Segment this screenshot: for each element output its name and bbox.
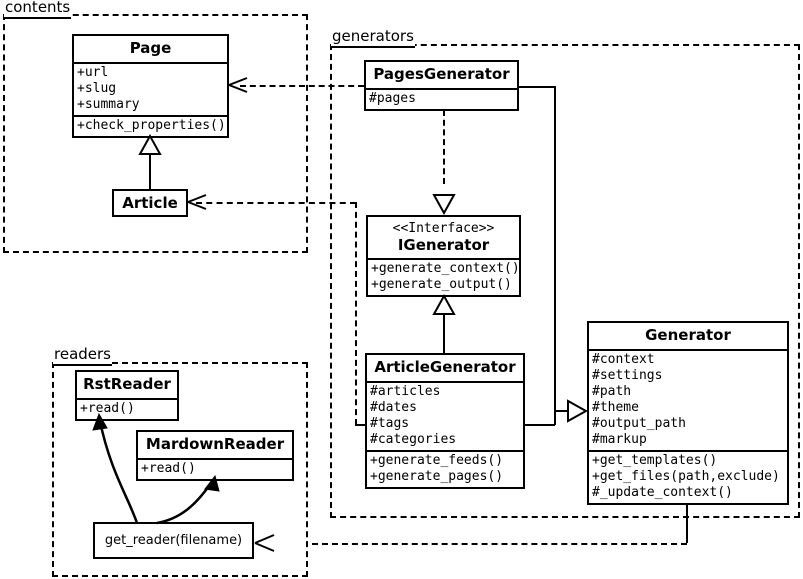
class-article-title: Article xyxy=(122,194,178,212)
attribute-row: #path xyxy=(592,383,632,399)
attribute-row: #context xyxy=(592,351,655,367)
attribute-row: #dates xyxy=(370,399,417,415)
class-mardownreader-operations: +read() xyxy=(138,457,292,479)
attribute-row: #categories xyxy=(370,431,457,447)
operation-row: +read() xyxy=(141,460,196,476)
node-get-reader[interactable]: get_reader(filename) xyxy=(93,522,254,559)
operation-row: +get_templates() xyxy=(592,452,718,468)
edge-articlegenerator-to-generator-h xyxy=(525,424,555,426)
class-igenerator-operations: +generate_context() +generate_output() xyxy=(368,258,520,295)
operation-row: +check_properties() xyxy=(77,117,226,133)
attribute-row: #pages xyxy=(369,90,416,106)
package-contents-label: contents xyxy=(4,0,72,19)
attribute-row: #tags xyxy=(370,415,410,431)
class-igenerator-title-block: <<Interface>> IGenerator xyxy=(368,217,519,258)
edge-pagesgenerator-to-page-dash xyxy=(240,85,364,87)
edge-articlegenerator-to-igenerator-line xyxy=(443,310,445,356)
class-igenerator[interactable]: <<Interface>> IGenerator +generate_conte… xyxy=(366,215,521,298)
class-article[interactable]: Article xyxy=(112,189,188,217)
class-mardownreader[interactable]: MardownReader +read() xyxy=(136,430,294,481)
attribute-row: #markup xyxy=(592,431,647,447)
edge-pagesgenerator-to-igenerator-line xyxy=(443,110,445,184)
attribute-row: #theme xyxy=(592,399,639,415)
class-generator-operations: +get_templates() +get_files(path,exclude… xyxy=(589,449,787,503)
operation-row: +generate_context() xyxy=(371,261,520,277)
attribute-row: +url xyxy=(77,64,109,80)
class-articlegenerator[interactable]: ArticleGenerator #articles #dates #tags … xyxy=(365,353,525,489)
class-generator[interactable]: Generator #context #settings #path #them… xyxy=(587,321,789,505)
operation-row: #_update_context() xyxy=(592,484,733,500)
edge-pagesgenerator-to-generator-v xyxy=(554,86,556,411)
class-pagesgenerator[interactable]: PagesGenerator #pages xyxy=(364,60,519,111)
attribute-row: #output_path xyxy=(592,415,686,431)
edge-pagesgenerator-to-generator-h2 xyxy=(554,410,570,412)
package-readers-label: readers xyxy=(53,346,112,366)
class-generator-attributes: #context #settings #path #theme #output_… xyxy=(589,348,787,450)
package-contents xyxy=(3,14,308,253)
class-page[interactable]: Page +url +slug +summary +check_properti… xyxy=(72,34,229,138)
class-igenerator-title: IGenerator xyxy=(397,235,490,254)
class-articlegenerator-attributes: #articles #dates #tags #categories xyxy=(367,380,523,450)
edge-generator-to-getreader-v xyxy=(686,500,688,543)
operation-row: +get_files(path,exclude) xyxy=(592,468,780,484)
edge-generator-to-getreader-h xyxy=(312,543,687,545)
class-page-title: Page xyxy=(129,39,172,57)
attribute-row: #articles xyxy=(370,383,441,399)
package-readers xyxy=(52,362,308,577)
edge-articlegenerator-to-article-h2 xyxy=(196,202,356,204)
class-pagesgenerator-title: PagesGenerator xyxy=(373,65,510,83)
operation-row: +read() xyxy=(80,400,135,416)
edge-articlegenerator-to-generator-v xyxy=(554,410,556,425)
attribute-row: #settings xyxy=(592,367,663,383)
class-articlegenerator-title: ArticleGenerator xyxy=(374,358,516,376)
edge-pagesgenerator-to-generator-h1 xyxy=(519,86,555,88)
class-rstreader[interactable]: RstReader +read() xyxy=(75,370,179,421)
operation-row: +generate_output() xyxy=(371,277,512,293)
package-generators xyxy=(330,44,800,518)
edge-article-to-page-line xyxy=(149,150,151,191)
attribute-row: +slug xyxy=(77,80,117,96)
operation-row: +generate_pages() xyxy=(370,468,504,484)
class-igenerator-stereotype: <<Interface>> xyxy=(392,221,495,236)
package-generators-label: generators xyxy=(331,28,415,48)
edge-articlegenerator-to-article-h1 xyxy=(355,424,367,426)
class-page-attributes: +url +slug +summary xyxy=(74,61,227,115)
operation-row: +generate_feeds() xyxy=(370,452,504,468)
class-rstreader-title: RstReader xyxy=(83,375,171,393)
attribute-row: +summary xyxy=(77,96,140,112)
edge-articlegenerator-to-article-v xyxy=(355,202,357,425)
class-page-operations: +check_properties() xyxy=(74,114,227,136)
class-articlegenerator-operations: +generate_feeds() +generate_pages() xyxy=(367,449,523,487)
class-generator-title: Generator xyxy=(645,326,731,344)
node-get-reader-label: get_reader(filename) xyxy=(104,532,243,548)
class-rstreader-operations: +read() xyxy=(77,397,177,419)
class-mardownreader-title: MardownReader xyxy=(145,435,285,453)
class-pagesgenerator-attributes: #pages xyxy=(366,87,517,109)
